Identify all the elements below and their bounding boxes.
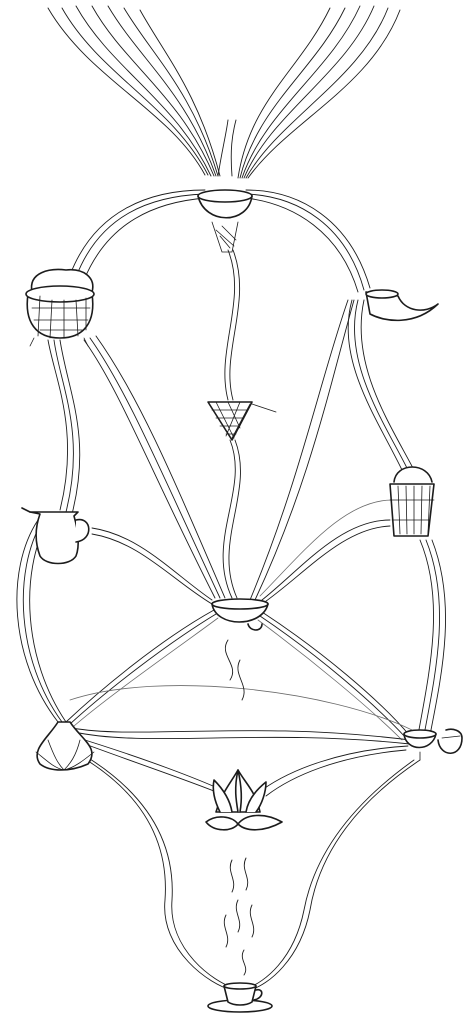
crown-bowl-icon (198, 190, 252, 252)
lower-hub-strands (66, 610, 410, 740)
lotus-flower-icon (206, 770, 282, 830)
horn-icon (366, 290, 438, 320)
sieve-icon (208, 402, 276, 440)
hub-bowl-icon (212, 599, 268, 630)
teacup-icon (208, 983, 272, 1012)
middle-strands (92, 500, 392, 604)
wooden-bucket-icon (390, 467, 434, 536)
outer-strands (17, 520, 446, 735)
twin-bowls-icon (404, 729, 462, 760)
cauldron-icon (26, 270, 94, 346)
pitcher-icon (22, 508, 89, 564)
right-upper-strands (250, 300, 414, 600)
lotus-pot-icon (36, 722, 94, 770)
top-fan-strands (48, 6, 400, 178)
